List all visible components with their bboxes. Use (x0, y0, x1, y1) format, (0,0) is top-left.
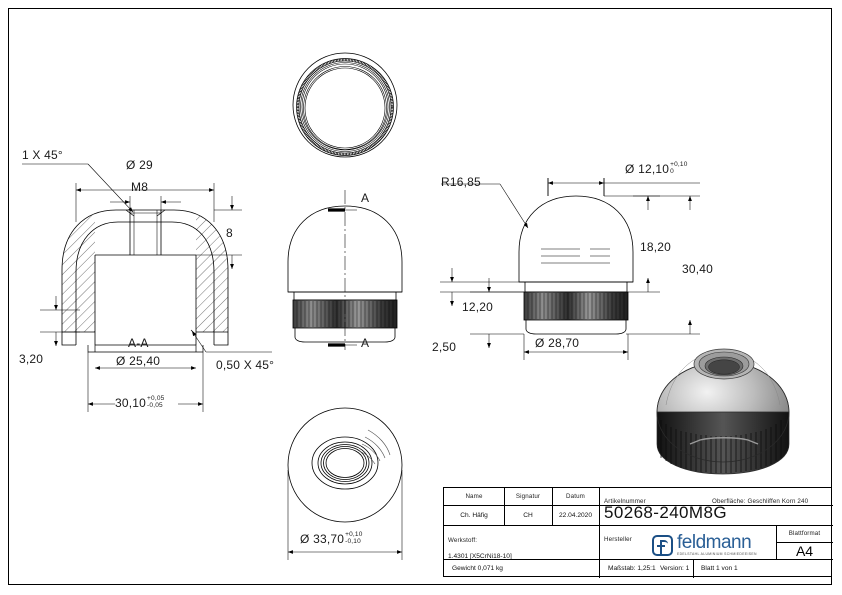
dim-height-8: 8 (226, 226, 233, 240)
feldmann-wordmark: feldmann (677, 532, 752, 553)
section-mark-a-bottom: A (361, 336, 370, 350)
tb-v1 (504, 488, 505, 525)
feldmann-logo-mark (652, 534, 673, 556)
sheet-border (8, 8, 832, 585)
tb-rule-4 (776, 542, 833, 543)
title-block: Name Signatur Datum Ch. Häfig CH 22.04.2… (443, 487, 833, 578)
dim-height-250: 2,50 (432, 340, 457, 354)
tb-rule-1 (444, 505, 833, 506)
tol-base: +0,10-0,10 (345, 531, 363, 545)
tb-drawer-date: 22.04.2020 (558, 511, 592, 519)
tb-sheet-count: Blatt 1 von 1 (701, 565, 738, 572)
tb-sheet-format: A4 (795, 542, 814, 559)
bottom-plan-view (287, 407, 403, 523)
label-section-aa: A-A (128, 336, 149, 350)
dim-base-dia: Ø 33,70+0,10-0,10 (300, 531, 363, 546)
dim-depth-320: 3,20 (19, 352, 44, 366)
dimension-lines (22, 163, 700, 560)
tb-v2 (552, 488, 553, 525)
tb-manufacturer-label: Hersteller (604, 536, 632, 543)
tb-head-date: Datum (566, 493, 585, 500)
dim-length-3010: 30,10+0,05-0,05 (115, 395, 165, 410)
tb-rule-3 (444, 559, 833, 560)
front-elevation-view (287, 190, 403, 350)
tb-drawer-name: Ch. Häfig (460, 511, 488, 519)
section-view-aa (61, 205, 229, 353)
tb-v4 (776, 525, 777, 559)
dim-thread-m8: M8 (131, 180, 149, 194)
dim-height-3040: 30,40 (682, 262, 714, 276)
dim-bore-dia: Ø 25,40 (116, 354, 161, 368)
tb-material-label: Werkstoff: (448, 537, 478, 544)
dim-knurl-dia: Ø 28,70 (535, 336, 580, 350)
tb-version: Version: 1 (660, 565, 690, 572)
dim-chamfer-bottom: 0,50 X 45° (216, 358, 275, 372)
tb-sheet-format-label: Blattformat (788, 530, 821, 537)
dim-height-1820: 18,20 (640, 240, 672, 254)
dim-outer-dia-29: Ø 29 (126, 158, 153, 172)
tb-article-label: Artikelnummer (604, 498, 646, 505)
tb-v5 (693, 559, 694, 578)
isometric-render (656, 348, 790, 475)
feldmann-subtitle: EDELSTAHL ALUMINIUM SCHMIEDEEISEN (677, 552, 757, 556)
tb-scale: Maßstab: 1,25:1 (608, 565, 656, 572)
right-elevation-view (518, 178, 634, 335)
feldmann-logo: feldmann EDELSTAHL ALUMINIUM SCHMIEDEEIS… (652, 532, 757, 556)
tb-head-signature: Signatur (515, 493, 541, 500)
tb-head-name: Name (465, 493, 483, 500)
tb-v3 (599, 488, 600, 578)
section-mark-a-top: A (361, 191, 370, 205)
tb-article-number: 50268-240M8G (604, 503, 727, 522)
dim-radius: R16,85 (441, 175, 481, 189)
tb-surface: Oberfläche: Geschliffen Korn 240 (712, 498, 809, 505)
tol-3010: +0,05-0,05 (147, 395, 165, 409)
top-plan-view (292, 52, 398, 158)
tb-rule-2 (444, 525, 833, 526)
tb-drawer-signature: CH (523, 511, 533, 519)
dim-chamfer-top: 1 X 45° (22, 148, 63, 162)
tb-weight: Gewicht 0,071 kg (452, 565, 503, 572)
dim-height-1220: 12,20 (462, 300, 494, 314)
tb-material: 1.4301 [X5CrNi18-10] (448, 553, 512, 560)
